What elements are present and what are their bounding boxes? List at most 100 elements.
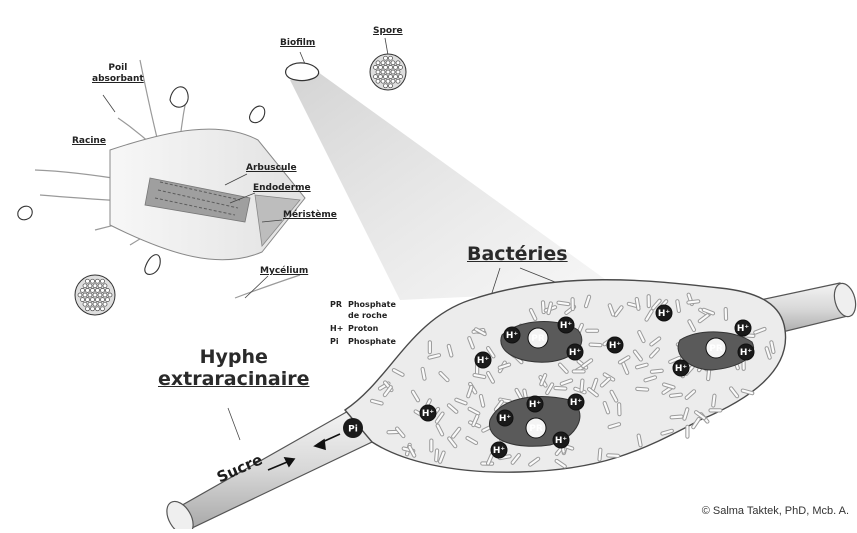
bacterium [670, 415, 683, 419]
proton-marker: H⁺ [738, 344, 754, 360]
spore-bead [78, 293, 82, 297]
bacterium [607, 454, 620, 458]
proton-marker: H⁺ [673, 360, 689, 376]
spore-bead [389, 65, 393, 69]
spore-bead [391, 61, 395, 65]
svg-text:H⁺: H⁺ [570, 398, 583, 408]
label-hyphe: Hyphe [158, 346, 310, 368]
svg-text:H⁺: H⁺ [506, 331, 519, 341]
spore-bead [399, 65, 403, 69]
svg-text:PR: PR [531, 334, 545, 344]
root-cutaway [110, 129, 305, 260]
label-bacteries: Bactéries [467, 243, 568, 265]
pi-marker: Pi [343, 418, 363, 438]
spore-bead [106, 298, 110, 302]
bacterium [709, 409, 722, 412]
bacterium [636, 387, 649, 391]
bacterium [586, 329, 599, 332]
spore-bead [81, 288, 85, 292]
spore-bead [96, 307, 100, 311]
bacterium [554, 386, 567, 390]
proton-marker: H⁺ [491, 442, 507, 458]
proton-marker: H⁺ [607, 337, 623, 353]
spore-bead [88, 293, 92, 297]
svg-text:H⁺: H⁺ [422, 409, 435, 419]
bacterium [617, 403, 621, 416]
label-poil: Poil [92, 63, 144, 74]
spore-bead [86, 288, 90, 292]
rock-phosphate-marker: PR [526, 418, 546, 438]
label-arbuscule: Arbuscule [246, 163, 297, 173]
proton-marker: H⁺ [656, 305, 672, 321]
svg-text:H⁺: H⁺ [529, 400, 542, 410]
bacterium [580, 379, 584, 392]
spore-bead [96, 279, 100, 283]
bacterium [572, 370, 585, 373]
spore-bead [98, 284, 102, 288]
bacterium [571, 298, 574, 311]
rock-phosphate-marker: PR [706, 338, 726, 358]
zoom-cone [290, 72, 620, 300]
spore-top [370, 54, 406, 90]
spore-bead [103, 284, 107, 288]
spore-bead [86, 307, 90, 311]
spore-bead [384, 84, 388, 88]
svg-text:H⁺: H⁺ [737, 324, 750, 334]
legend-key: PR [330, 300, 348, 309]
spore-bead [381, 79, 385, 83]
spore-bead [103, 302, 107, 306]
svg-text:H⁺: H⁺ [499, 414, 512, 424]
spore-bead [374, 75, 378, 79]
spore-bead [399, 75, 403, 79]
spore-bead [96, 288, 100, 292]
legend-text: Proton [348, 324, 378, 333]
spore-bead [83, 302, 87, 306]
bacterium [686, 425, 689, 438]
spore-bead [108, 293, 112, 297]
svg-text:H⁺: H⁺ [740, 348, 753, 358]
spore-bead [93, 293, 97, 297]
legend-text: Phosphate [348, 337, 396, 346]
svg-text:H⁺: H⁺ [675, 364, 688, 374]
label-absorbant: absorbant [92, 74, 144, 85]
spore-bead [381, 70, 385, 74]
proton-marker: H⁺ [420, 405, 436, 421]
spore-bead [96, 298, 100, 302]
spore-bead [88, 284, 92, 288]
spore-bead [389, 75, 393, 79]
spore-bead [386, 70, 390, 74]
legend-row-pr-2: de roche [330, 311, 387, 320]
spore-bead [83, 293, 87, 297]
label-endoderme: Endoderme [253, 183, 311, 193]
bacterium [598, 448, 602, 461]
label-meristeme: Méristème [283, 210, 337, 220]
spore-bead [391, 79, 395, 83]
biofilm-blob [286, 63, 319, 81]
spore-bead [379, 75, 383, 79]
spore-bead [384, 56, 388, 60]
svg-text:H⁺: H⁺ [569, 348, 582, 358]
proton-marker: H⁺ [558, 317, 574, 333]
proton-marker: H⁺ [504, 327, 520, 343]
spore-bead [391, 70, 395, 74]
label-poil-absorbant: Poil absorbant [92, 63, 144, 85]
svg-text:H⁺: H⁺ [609, 341, 622, 351]
spore-bead [98, 293, 102, 297]
spore-bead [376, 79, 380, 83]
spore-bead [81, 298, 85, 302]
spore-bead [91, 307, 95, 311]
svg-text:PR: PR [709, 344, 723, 354]
svg-text:H⁺: H⁺ [477, 356, 490, 366]
spore-bead [101, 279, 105, 283]
proton-marker: H⁺ [735, 320, 751, 336]
spore-bead [93, 302, 97, 306]
spore-bead [91, 279, 95, 283]
svg-text:H⁺: H⁺ [555, 436, 568, 446]
spore-left [75, 275, 115, 315]
label-biofilm: Biofilm [280, 38, 315, 48]
proton-marker: H⁺ [567, 344, 583, 360]
spore-bead [101, 288, 105, 292]
spore-bead [376, 61, 380, 65]
